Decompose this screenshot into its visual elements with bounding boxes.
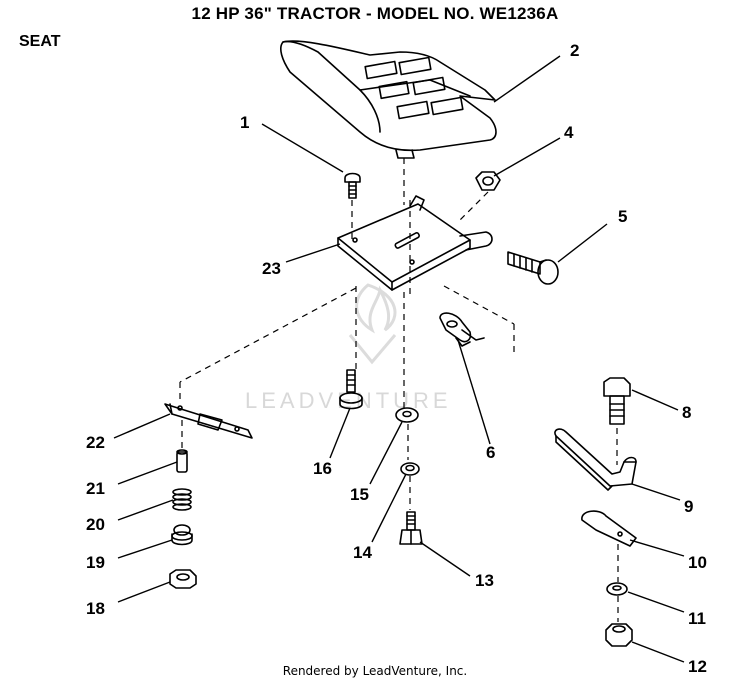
spring-part [172,488,192,511]
clamp-plate-part [581,510,637,547]
callout-6: 6 [486,443,495,462]
callout-8: 8 [682,403,691,422]
hex-bolt-8-part [603,377,631,425]
callout-23: 23 [262,259,281,278]
callout-19: 19 [86,553,105,572]
diagram-title: 12 HP 36" TRACTOR - MODEL NO. WE1236A [191,4,559,23]
callout-1: 1 [240,113,249,132]
bushing-part [171,524,193,546]
callout-9: 9 [684,497,693,516]
section-label: SEAT [19,33,61,50]
callout-14: 14 [353,543,372,562]
assembly-lines [179,158,619,622]
callout-numbers: 1 2 4 5 23 6 16 15 14 13 22 21 20 19 18 … [86,41,707,676]
l-bracket-part [554,428,637,491]
callout-2: 2 [570,41,579,60]
flat-washer-part [395,407,419,423]
footer-credit: Rendered by LeadVenture, Inc. [282,664,468,678]
leader-lines [113,55,685,663]
callout-21: 21 [86,479,105,498]
seat-part [280,40,497,159]
callout-15: 15 [350,485,369,504]
callout-12: 12 [688,657,707,676]
carriage-bolt-part [344,172,361,199]
callout-11: 11 [688,609,706,628]
slide-bracket-part [164,403,253,439]
hex-bolt-13-part [399,511,423,545]
callout-16: 16 [313,459,332,478]
callout-18: 18 [86,599,105,618]
callout-5: 5 [618,207,627,226]
callout-20: 20 [86,515,105,534]
callout-22: 22 [86,433,105,452]
adjustment-clip-part [439,312,485,347]
pin-part [176,449,188,473]
flange-nut-part [169,569,197,589]
lock-nut-part [605,623,633,647]
seat-plate-part [337,195,493,291]
watermark-logo [348,283,397,365]
hex-nut-part [475,171,501,191]
callout-13: 13 [475,571,494,590]
shoulder-bolt-part [507,251,559,285]
callout-4: 4 [564,123,574,142]
washer-11-part [606,582,628,596]
callout-10: 10 [688,553,707,572]
lock-washer-part [400,462,420,476]
flange-bolt-part [339,369,363,410]
